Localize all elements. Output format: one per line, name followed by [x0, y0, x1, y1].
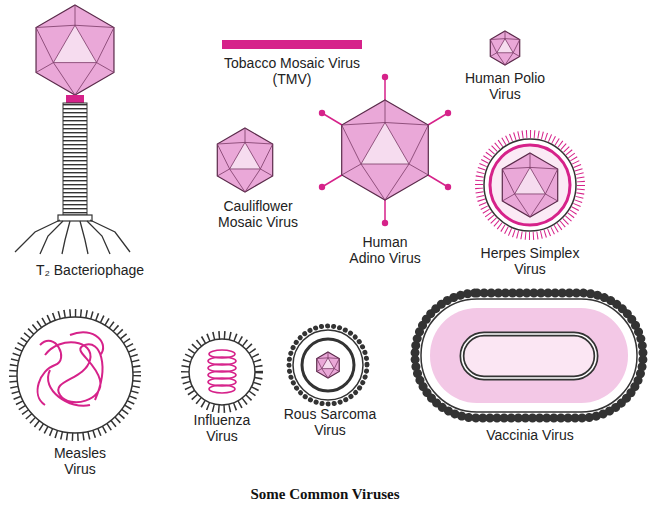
virus-label: Influenza Virus [185, 412, 259, 444]
herpes-virus [479, 134, 581, 236]
virus-label: Measles Virus [48, 445, 112, 477]
figure-caption: Some Common Viruses [125, 486, 525, 503]
cauliflower-capsid [217, 128, 272, 192]
virus-label: T₂ Bacteriophage [5, 262, 175, 278]
t2-phage [15, 5, 130, 254]
virus-label: Human Adino Virus [344, 234, 426, 266]
influenza-virus [185, 335, 259, 409]
rous-sarcoma-virus [289, 326, 367, 404]
virus-label: Tobacco Mosaic Virus (TMV) [212, 55, 372, 87]
measles-virus [13, 313, 137, 437]
virus-label: Rous Sarcoma Virus [278, 406, 382, 438]
virus-label: Cauliflower Mosaic Virus [206, 198, 310, 230]
vaccinia-virus [415, 293, 643, 418]
virus-label: Herpes Simplex Virus [472, 245, 588, 277]
virus-label: Human Polio Virus [463, 70, 548, 102]
adeno-virus [319, 74, 451, 226]
tmv-rod [222, 40, 362, 49]
virus-label: Vaccinia Virus [460, 427, 600, 443]
polio-capsid [490, 31, 519, 65]
